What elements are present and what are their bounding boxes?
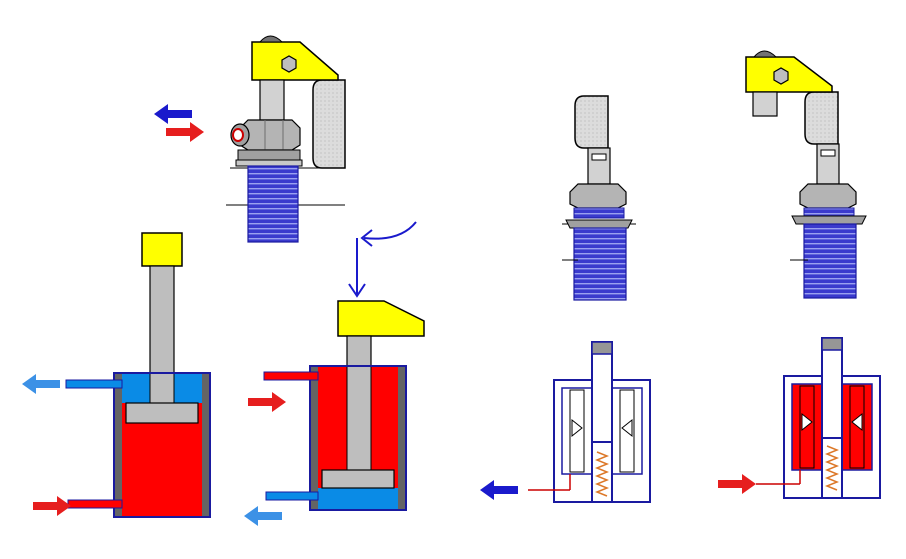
spring-icon [824,445,840,491]
nut-icon [773,67,789,85]
cylinder-clamped [244,221,425,526]
threaded-body [803,223,857,299]
cylinder-released [22,232,211,518]
workpiece-pad [574,95,609,149]
clamp-arm [337,300,425,337]
sensor-unit-clamped [718,337,881,499]
clamp-arm [745,56,833,93]
lock-nut [791,215,867,225]
hex-body [569,183,627,209]
arrow-icon [244,506,282,526]
swing-clamp-main [154,35,346,243]
clamp-head [141,232,183,267]
piston-rod [752,91,778,117]
sensor-plunger [591,341,613,443]
piston-rod [587,147,611,185]
arrow-icon [33,496,71,516]
swing-clamp-engaged [745,50,867,299]
lock-nut [565,219,633,229]
piston-rod [259,79,285,121]
threaded-body [573,227,627,301]
piston-head [125,402,199,424]
nut-icon [281,55,297,73]
arrow-icon [166,122,204,142]
workpiece-pad [312,79,346,169]
workpiece-pad [804,91,839,145]
curved-arrow-icon [348,221,417,298]
fluid-chamber [318,488,398,510]
arrow-icon [248,392,286,412]
arrow-icon [22,374,60,394]
arrow-icon [718,474,756,494]
piston-head [321,469,395,489]
threaded-body [247,165,299,243]
spring-icon [594,451,610,497]
hex-body [799,183,857,209]
sensor-unit-released [480,341,651,503]
arrow-icon [154,104,192,124]
arrow-icon [480,480,518,500]
sensor-plunger [821,337,843,439]
swing-clamp-open [562,95,636,301]
